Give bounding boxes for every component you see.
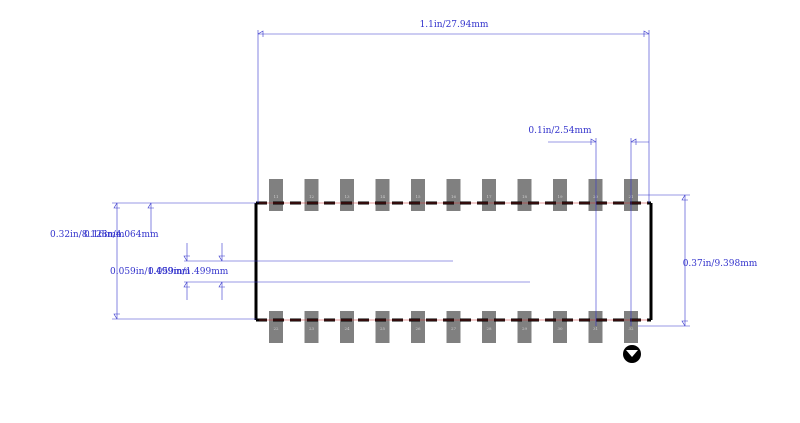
body-layer: [254, 201, 653, 322]
pad-number: 29: [522, 326, 528, 331]
arrowhead: [630, 138, 637, 145]
pad-number: 25: [380, 326, 386, 331]
dimensions-layer: [112, 30, 690, 327]
pitch-label: 0.1in/2.54mm: [528, 126, 592, 136]
arrowhead: [113, 313, 120, 320]
pad-number: 23: [309, 326, 315, 331]
span-height-label: 0.37in/9.398mm: [683, 259, 758, 269]
arrowhead: [183, 255, 190, 262]
arrowhead: [147, 202, 154, 209]
pad-number: 24: [344, 326, 350, 331]
arrowhead: [590, 138, 597, 145]
pad-number: 13: [344, 194, 350, 199]
pad-number: 12: [309, 194, 315, 199]
inner-span-label: 0.16in/4.064mm: [84, 230, 159, 240]
pad-number: 30: [557, 326, 563, 331]
pad-length-label-a: 0.059in/1.499mm: [110, 267, 191, 277]
pad-number: 15: [415, 194, 421, 199]
pad-number: 18: [522, 194, 528, 199]
pad-length-label-b: 0.059in/1.499mm: [148, 267, 229, 277]
pad-number: 32: [628, 326, 634, 331]
body-width-label: 0.32in/8.128mm: [50, 230, 125, 240]
arrowhead: [257, 30, 264, 37]
pad-number: 19: [557, 194, 563, 199]
pad-number: 11: [273, 194, 278, 199]
arrowhead: [113, 202, 120, 209]
pad-number: 16: [451, 194, 457, 199]
arrowhead: [183, 281, 190, 288]
pad-number: 28: [486, 326, 492, 331]
pad-number: 14: [380, 194, 386, 199]
pad-number: 27: [451, 326, 457, 331]
pad-number: 22: [273, 326, 279, 331]
arrowhead: [643, 30, 650, 37]
total-width-label: 1.1in/27.94mm: [420, 20, 489, 30]
pad-number: 31: [593, 326, 598, 331]
arrowhead: [681, 194, 688, 201]
arrowhead: [218, 255, 225, 262]
arrowhead: [681, 320, 688, 327]
pad-number: 17: [486, 194, 492, 199]
arrowhead: [218, 281, 225, 288]
pad-number: 26: [415, 326, 421, 331]
pin1-marker-icon: [623, 345, 641, 363]
labels-layer: 1.1in/27.94mm 0.1in/2.54mm 0.37in/9.398m…: [50, 20, 758, 277]
